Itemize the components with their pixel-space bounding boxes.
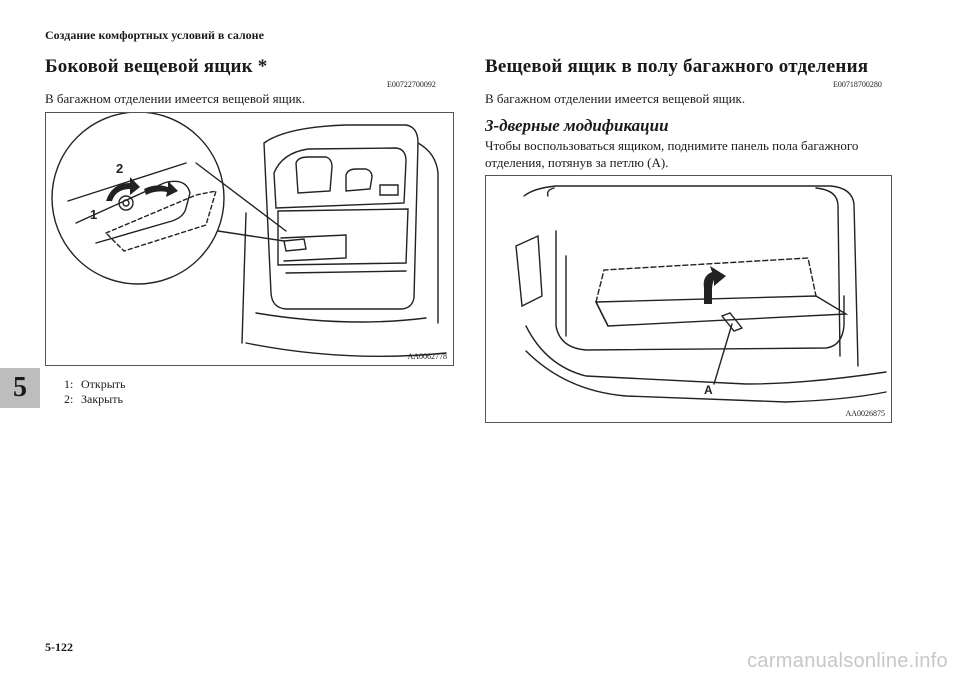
callout-a: A [704,383,713,397]
lifted-panel-outline [595,257,817,303]
left-section-code: E00722700092 [387,80,436,89]
callout-1: 1 [90,207,97,222]
side-box-illustration: 2 1 [51,113,447,358]
page-number: 5-122 [45,640,73,654]
side-trim [515,234,543,308]
floor-box-figure: A AA0026875 [485,175,892,423]
rear-window [273,147,407,209]
right-section-heading: Вещевой ящик в полу багажного отделения [485,56,869,77]
chapter-tab: 5 [0,368,40,408]
running-header: Создание комфортных условий в салоне [45,28,264,42]
right-section-text: В багажном отделении имеется вещевой ящи… [485,91,746,106]
side-box-figure: 2 1 AA0062778 [45,112,454,366]
watermark: carmanualsonline.info [747,650,948,672]
legend-list: 1: Открыть 2: Закрыть [64,377,126,407]
left-section-text: В багажном отделении имеется вещевой ящи… [45,91,306,106]
callout-2: 2 [116,161,123,176]
right-section-code: E00718700280 [833,80,882,89]
cargo-floor [277,208,409,266]
pull-loop [720,312,744,332]
lift-arrow-icon [703,266,726,304]
close-arrow-icon [144,181,178,197]
open-arrow-icon [106,177,140,201]
side-box-location [283,238,307,252]
left-figure-label: AA0062778 [407,352,447,361]
floor-panel [594,295,849,327]
legend-item: 2: Закрыть [64,392,123,406]
instruction-paragraph: Чтобы воспользоваться ящиком, поднимите … [485,138,859,170]
headrest [345,168,373,192]
detail-circle [51,113,225,285]
legend-item: 1: Открыть [64,377,126,391]
right-figure-label: AA0026875 [845,409,885,418]
floor-box-illustration: A [515,185,887,403]
left-section-heading: Боковой вещевой ящик * [45,56,268,77]
leader-line-a [713,323,733,385]
tailgate-opening [263,124,419,310]
subsection-heading: 3-дверные модификации [485,116,669,135]
